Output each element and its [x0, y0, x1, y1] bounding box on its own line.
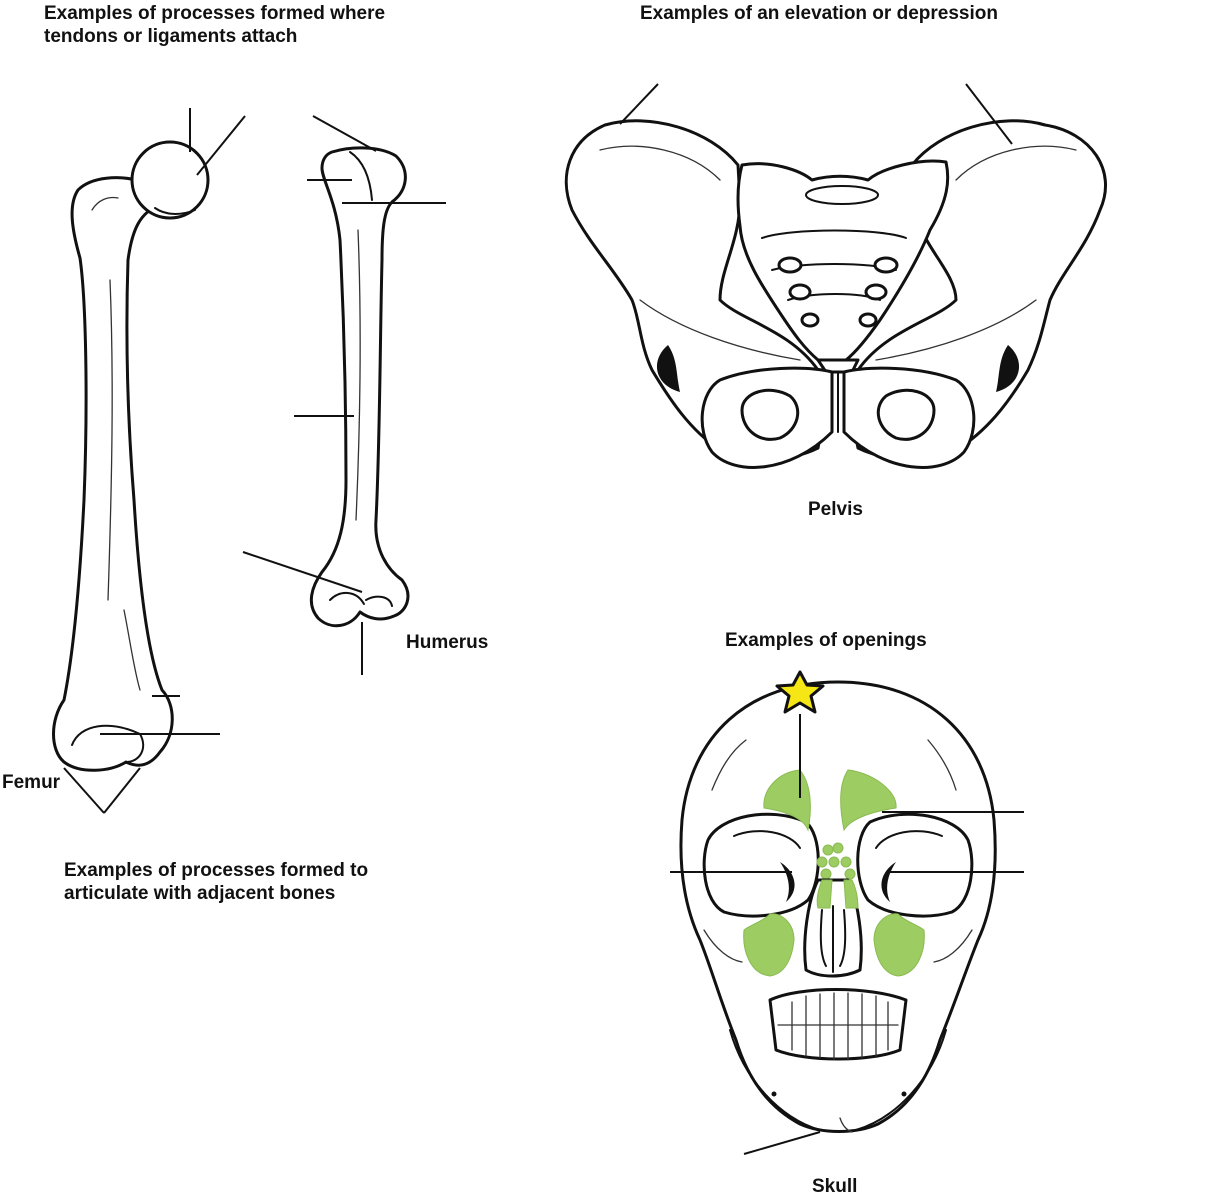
caption-articulating-processes: Examples of processes formed to articula…	[64, 860, 369, 904]
humerus-drawing	[242, 115, 446, 675]
caption-openings: Examples of openings	[725, 630, 927, 651]
skull-label: Skull	[812, 1176, 858, 1197]
femur-label: Femur	[2, 772, 61, 793]
caption-elevation-depression: Examples of an elevation or depression	[640, 3, 998, 24]
caption-tendon-processes: Examples of processes formed where tendo…	[44, 3, 386, 47]
pelvis-drawing	[564, 83, 1107, 469]
star-icon	[775, 670, 825, 714]
pelvis-label: Pelvis	[808, 499, 863, 520]
skull-drawing	[670, 670, 1024, 1155]
humerus-label: Humerus	[406, 632, 489, 653]
femur-drawing	[52, 108, 246, 814]
